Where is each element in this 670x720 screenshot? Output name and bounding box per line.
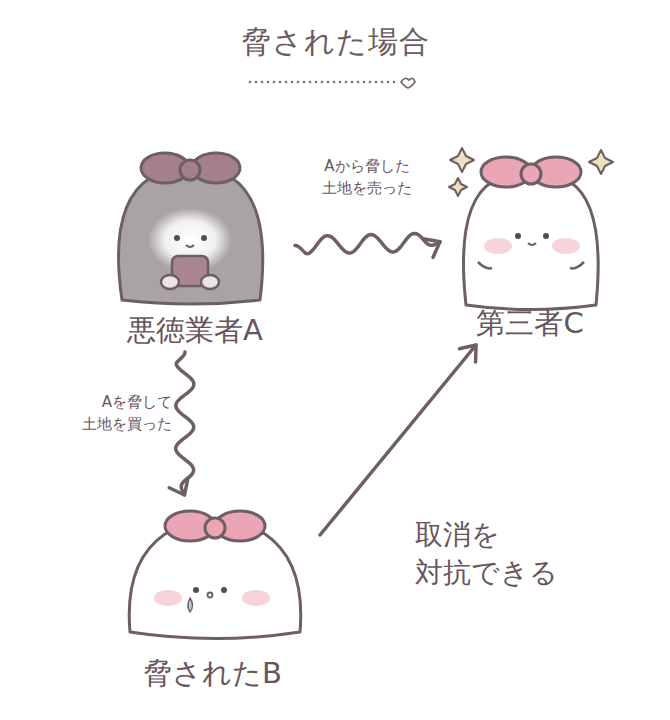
- arrowhead: [423, 239, 440, 257]
- character-a: [119, 153, 263, 304]
- character-node: 脅されたB: [105, 495, 320, 695]
- wavy-arrow-line: [295, 233, 440, 253]
- text-line: 悪徳業者A: [127, 313, 263, 348]
- wavy-arrow-line: [176, 352, 194, 495]
- character-b: [129, 511, 301, 639]
- text-line: 脅された場合: [0, 24, 670, 60]
- text-line: Aを脅して: [82, 392, 172, 414]
- edge-label: 取消を 対抗できる: [415, 516, 558, 592]
- connector: [320, 345, 476, 535]
- text-line: 第三者C: [476, 306, 583, 341]
- node-label: 第三者C: [476, 306, 583, 345]
- character-node: 悪徳業者A: [95, 130, 295, 352]
- connector: [169, 352, 194, 495]
- dotted-rule: [250, 81, 398, 84]
- character-node: 第三者C: [440, 130, 620, 345]
- text-line: 取消を: [415, 516, 558, 554]
- node-label: 悪徳業者A: [127, 313, 263, 352]
- edge-label: Aから脅した 土地を売った: [300, 156, 434, 200]
- text-line: 土地を売った: [300, 178, 434, 200]
- text-line: Aから脅した: [300, 156, 434, 178]
- character-c: [449, 148, 613, 310]
- heart-mark: [401, 78, 415, 88]
- edge-label: Aを脅して 土地を買った: [82, 392, 172, 436]
- node-label: 脅されたB: [143, 656, 282, 695]
- arrow-line: [320, 345, 476, 535]
- diagram-title: 脅された場合: [0, 24, 670, 60]
- text-line: 脅されたB: [143, 656, 282, 691]
- connector: [295, 233, 440, 257]
- text-line: 土地を買った: [82, 414, 172, 436]
- arrowhead: [169, 478, 188, 495]
- text-line: 対抗できる: [415, 554, 558, 592]
- arrowhead: [459, 345, 476, 362]
